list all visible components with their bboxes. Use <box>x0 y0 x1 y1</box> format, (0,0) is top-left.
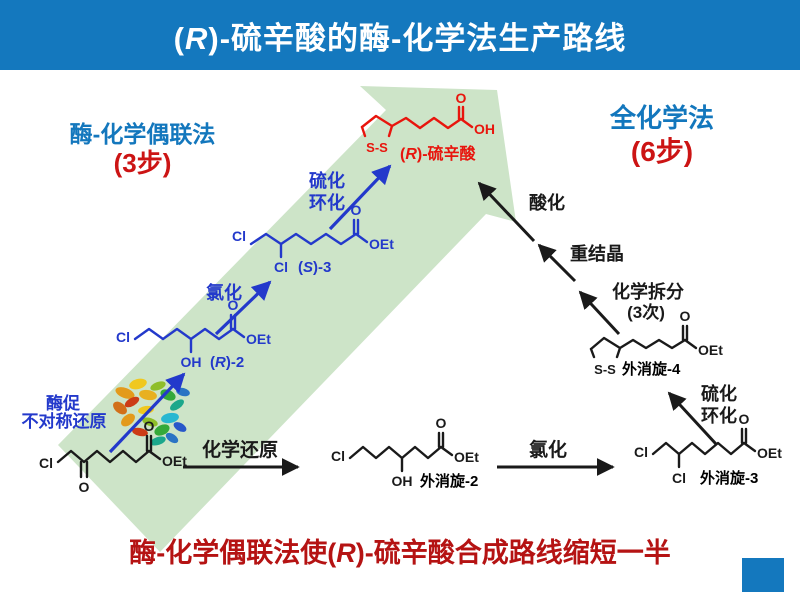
label-blue-cyclization: 环化 <box>309 192 345 213</box>
structure-name: 外消旋-2 <box>419 472 478 490</box>
atom-label: O <box>456 90 467 106</box>
label-recrystallization: 重结晶 <box>570 243 624 264</box>
arrow-blue-sulfur-cyclization <box>328 164 392 231</box>
right-method-name: 全化学法 <box>609 103 714 133</box>
slide-title-banner: (R)-硫辛酸的酶-化学法生产路线 <box>0 0 800 70</box>
structure-rac-2: Cl OH O OEt 外消旋-2 <box>331 415 479 490</box>
structure-s-3: Cl Cl O OEt (S)-3 <box>232 202 394 276</box>
label-blue-sulfur: 硫化 <box>309 170 345 191</box>
structure-name: 外消旋-3 <box>699 469 758 487</box>
atom-label: OEt <box>757 445 782 461</box>
structure-name: (R)-硫辛酸 <box>400 144 477 163</box>
arrow-resolution <box>578 290 621 336</box>
label-enzymatic-line2: 不对称还原 <box>22 411 107 431</box>
atom-label: S-S <box>594 362 616 377</box>
structure-lipoic-acid: S-S O OH (R)-硫辛酸 <box>360 90 495 163</box>
atom-label: OEt <box>246 331 271 347</box>
atom-label: OEt <box>698 342 723 358</box>
label-acidification: 酸化 <box>529 192 565 213</box>
step-labels: 酶促 不对称还原 氯化 硫化 环化 化学还原 氯化 硫化 环化 化学拆分 (3次… <box>22 170 738 461</box>
right-method-label: 全化学法 (6步) <box>577 103 747 169</box>
atom-label: OEt <box>162 453 187 469</box>
atom-label: O <box>228 297 239 313</box>
atom-label: OH <box>181 354 202 370</box>
page-number-box <box>742 558 784 592</box>
arrow-acidification <box>477 181 536 243</box>
atom-label: S-S <box>366 140 388 155</box>
atom-label: O <box>680 308 691 324</box>
atom-label: OEt <box>454 449 479 465</box>
structure-ketoester: Cl O O OEt <box>39 418 187 495</box>
left-method-label: 酶-化学偶联法 (3步) <box>35 120 250 180</box>
reaction-arrows <box>108 164 718 476</box>
enzyme-protein-image <box>113 378 190 446</box>
atom-label: Cl <box>232 228 246 244</box>
label-resolution: 化学拆分 <box>612 281 684 302</box>
atom-label: Cl <box>634 444 648 460</box>
arrow-blue-chlorination <box>214 280 272 336</box>
right-method-steps: (6步) <box>630 135 694 167</box>
label-black-cyclization: 环化 <box>701 405 737 426</box>
atom-label: Cl <box>274 259 288 275</box>
arrow-enzymatic-reduction <box>108 372 186 454</box>
atom-label: Cl <box>116 329 130 345</box>
arrow-recrystallization <box>537 243 577 283</box>
label-blue-chlorination: 氯化 <box>206 282 242 303</box>
label-black-chlorination: 氯化 <box>529 438 567 461</box>
page-title: (R)-硫辛酸的酶-化学法生产路线 <box>173 20 627 56</box>
structure-rac-3: Cl Cl O OEt 外消旋-3 <box>634 411 782 487</box>
atom-label: Cl <box>672 470 686 486</box>
structure-name: (R)-2 <box>210 354 244 371</box>
structure-r-2: Cl OH O OEt (R)-2 <box>116 297 271 371</box>
structure-name: (S)-3 <box>298 259 331 276</box>
left-method-steps: (3步) <box>113 148 172 179</box>
atom-label: O <box>79 479 90 495</box>
structure-rac-4: S-S O OEt 外消旋-4 <box>589 308 723 378</box>
atom-label: OH <box>474 121 495 137</box>
atom-label: Cl <box>39 455 53 471</box>
atom-label: O <box>436 415 447 431</box>
atom-label: O <box>144 418 155 434</box>
conclusion-text: 酶-化学偶联法使(R)-硫辛酸合成路线缩短一半 <box>129 538 671 568</box>
label-chemical-reduction: 化学还原 <box>202 438 278 461</box>
arrow-black-sulfur-cyclization <box>667 391 718 446</box>
structure-name: 外消旋-4 <box>621 360 681 378</box>
label-resolution-times: (3次) <box>627 302 665 322</box>
atom-label: O <box>351 202 362 218</box>
atom-label: OH <box>392 473 413 489</box>
atom-label: Cl <box>331 448 345 464</box>
atom-label: O <box>739 411 750 427</box>
atom-label: OEt <box>369 236 394 252</box>
label-enzymatic-line1: 酶促 <box>46 393 80 413</box>
label-black-sulfur: 硫化 <box>701 383 737 404</box>
left-method-name: 酶-化学偶联法 <box>69 121 216 147</box>
